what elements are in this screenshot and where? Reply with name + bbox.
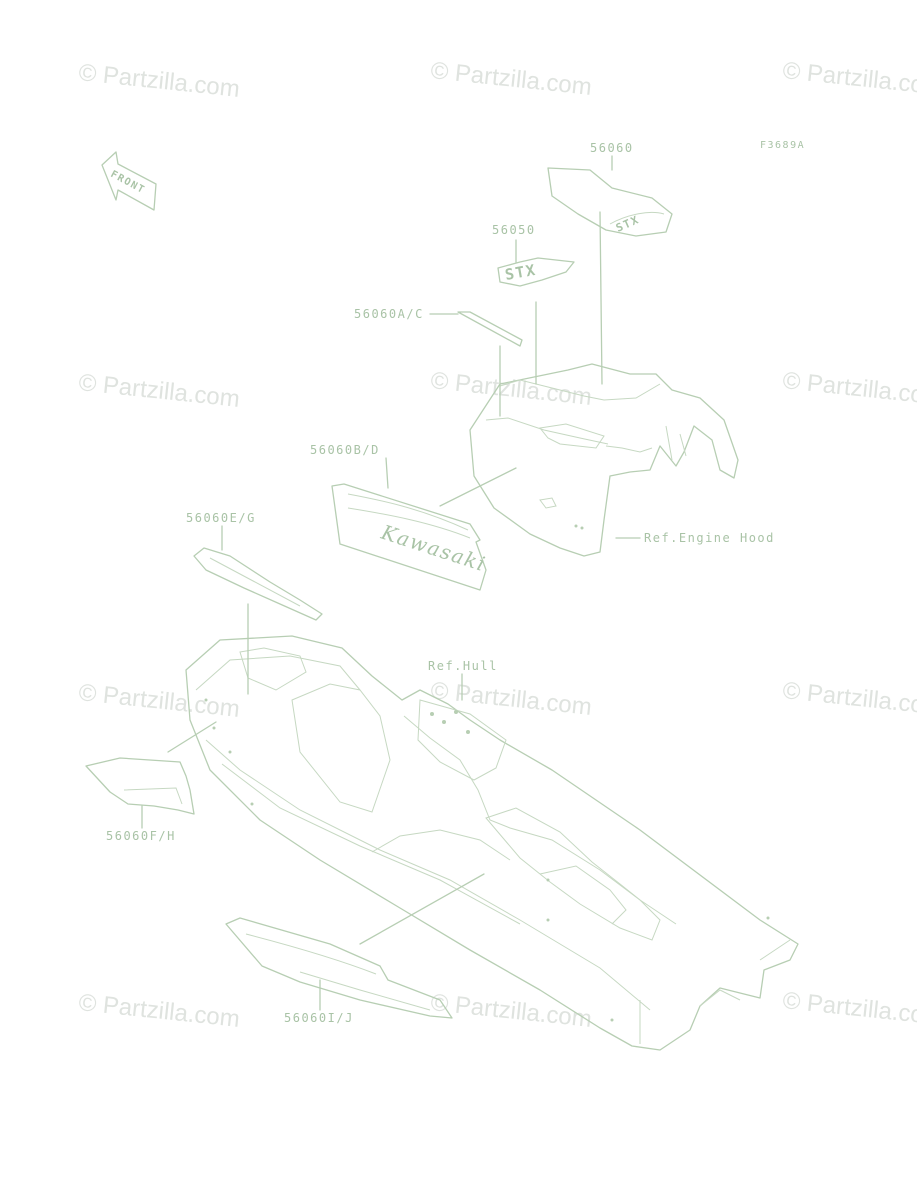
decal-stx-lettering: STX [504, 261, 538, 284]
watermark-text: © Partzilla.com [781, 677, 917, 721]
label-56060ac: 56060A/C [354, 307, 424, 321]
watermark-layer: © Partzilla.com © Partzilla.com © Partzi… [77, 57, 917, 1033]
watermark-text: © Partzilla.com [77, 679, 241, 723]
watermark-text: © Partzilla.com [77, 989, 241, 1033]
decal-56060: STX [547, 167, 673, 237]
watermark-text: © Partzilla.com [429, 989, 593, 1033]
decal-56060ac [457, 311, 523, 347]
label-56060: 56060 [590, 141, 634, 155]
label-56060eg: 56060E/G [186, 511, 256, 525]
decal-56060ij [225, 917, 453, 1019]
leader-lines [141, 155, 641, 1011]
decal-56060bd: Kawasaki [331, 483, 489, 591]
decal-56060fh [85, 757, 195, 815]
front-arrow-label: FRONT [109, 169, 147, 196]
decal-56060eg [193, 547, 323, 621]
watermark-text: © Partzilla.com [77, 59, 241, 103]
decal-56050: STX [497, 257, 575, 287]
diagram-code: F3689A [760, 140, 805, 151]
label-56050: 56050 [492, 223, 536, 237]
part-labels: 56060 56050 56060A/C 56060B/D 56060E/G 5… [106, 141, 775, 1025]
watermark-text: © Partzilla.com [781, 367, 917, 411]
hull [185, 635, 799, 1051]
watermark-text: © Partzilla.com [429, 57, 593, 101]
watermark-text: © Partzilla.com [429, 367, 593, 411]
watermark-text: © Partzilla.com [781, 57, 917, 101]
decal-model-lettering: STX [614, 213, 642, 235]
label-56060ij: 56060I/J [284, 1011, 354, 1025]
ref-hull-label: Ref.Hull [428, 659, 498, 673]
front-arrow: FRONT [101, 151, 157, 211]
watermark-text: © Partzilla.com [77, 369, 241, 413]
ref-engine-hood-label: Ref.Engine Hood [644, 531, 775, 545]
watermark-text: © Partzilla.com [429, 677, 593, 721]
label-56060fh: 56060F/H [106, 829, 176, 843]
engine-hood [469, 363, 739, 557]
label-56060bd: 56060B/D [310, 443, 380, 457]
watermark-text: © Partzilla.com [781, 987, 917, 1031]
